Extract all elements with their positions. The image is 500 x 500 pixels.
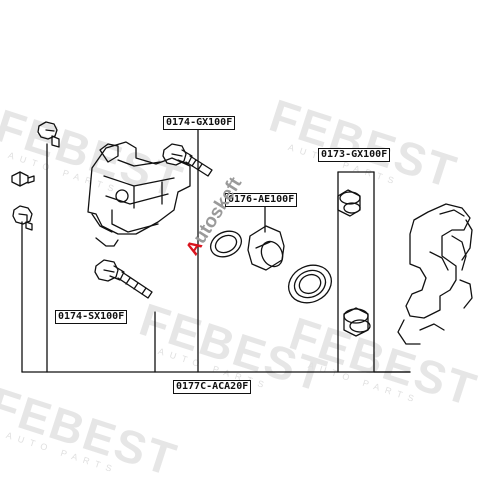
label-kit: 0177C-ACA20F xyxy=(173,380,252,394)
dust-boot-ring xyxy=(288,264,332,304)
leader-lines xyxy=(21,129,411,373)
guide-boot-top xyxy=(337,189,361,217)
label-guide-bolt-lower: 0174-SX100F xyxy=(55,310,128,324)
small-bolt-left xyxy=(12,205,33,231)
guide-bolt-top xyxy=(162,143,213,177)
caliper-housing xyxy=(87,141,191,247)
bolt-top-left xyxy=(37,121,60,148)
piston xyxy=(247,225,285,271)
label-guide-boot: 0173-GX100F xyxy=(318,148,391,162)
guide-boot-bottom xyxy=(343,307,371,337)
guide-bolt-lower xyxy=(94,259,153,299)
caliper-bracket xyxy=(397,203,473,345)
bleeder-screw xyxy=(11,171,35,187)
label-piston-seal: 0176-AE100F xyxy=(225,193,298,207)
piston-seal-ring xyxy=(209,230,243,258)
label-guide-bolt-top: 0174-GX100F xyxy=(163,116,236,130)
